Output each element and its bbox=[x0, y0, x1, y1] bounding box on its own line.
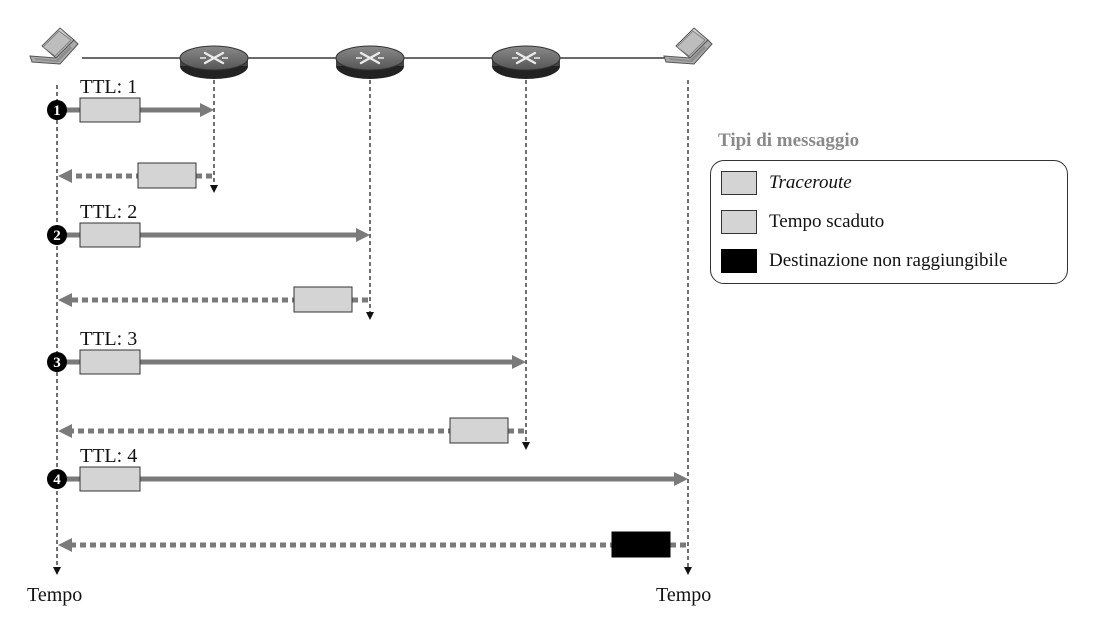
tempo-scaduto-swatch bbox=[721, 210, 757, 234]
traceroute-step-1: TTL: 1 1 bbox=[47, 76, 214, 189]
time-label-destination: Tempo bbox=[656, 584, 711, 606]
timeline-arrow-node-2 bbox=[366, 312, 374, 320]
arrowhead bbox=[200, 103, 214, 117]
router-3-icon bbox=[490, 44, 562, 81]
time-label-source: Tempo bbox=[27, 584, 82, 606]
traceroute-packet bbox=[79, 349, 141, 375]
ttl-label: TTL: 4 bbox=[80, 445, 137, 467]
legend-item-traceroute: Traceroute bbox=[721, 169, 852, 197]
traceroute-packet bbox=[79, 466, 141, 492]
step-number: 1 bbox=[53, 103, 61, 119]
legend-item-destinazione: Destinazione non raggiungibile bbox=[721, 247, 1008, 275]
timeline-arrow-node-4 bbox=[684, 567, 692, 575]
ttl-label: TTL: 2 bbox=[80, 201, 137, 223]
time-exceeded-packet bbox=[449, 417, 509, 444]
step-number: 4 bbox=[53, 472, 61, 488]
ttl-label: TTL: 1 bbox=[80, 76, 137, 98]
time-exceeded-packet bbox=[137, 162, 197, 189]
unreachable-packet bbox=[611, 531, 671, 558]
traceroute-step-2: TTL: 2 2 bbox=[47, 201, 370, 313]
source-laptop-icon bbox=[29, 27, 79, 65]
arrowhead bbox=[58, 293, 72, 307]
legend-title: Tipi di messaggio bbox=[718, 130, 860, 151]
timeline-arrow-node-3 bbox=[522, 442, 530, 450]
router-1-icon bbox=[178, 44, 250, 81]
legend-label: Destinazione non raggiungibile bbox=[769, 250, 1008, 271]
step-number: 3 bbox=[53, 355, 61, 371]
arrowhead bbox=[356, 228, 370, 242]
traceroute-step-4: TTL: 4 4 bbox=[47, 445, 688, 558]
traceroute-swatch bbox=[721, 171, 757, 195]
step-badge bbox=[47, 100, 67, 120]
legend: Traceroute Tempo scaduto Destinazione no… bbox=[710, 160, 1068, 284]
arrowhead bbox=[674, 472, 688, 486]
arrowhead bbox=[512, 355, 526, 369]
arrowhead bbox=[58, 424, 72, 438]
legend-label: Tempo scaduto bbox=[769, 211, 885, 232]
router-2-icon bbox=[334, 44, 406, 81]
arrowhead bbox=[58, 169, 72, 183]
time-exceeded-packet bbox=[293, 286, 353, 313]
timeline-arrow-source bbox=[53, 567, 61, 575]
traceroute-step-3: TTL: 3 3 bbox=[47, 328, 526, 444]
timeline-arrow-node-1 bbox=[210, 185, 218, 193]
traceroute-packet bbox=[79, 222, 141, 248]
step-badge bbox=[47, 469, 67, 489]
step-badge bbox=[47, 225, 67, 245]
legend-item-tempo-scaduto: Tempo scaduto bbox=[721, 208, 884, 236]
destinazione-swatch bbox=[721, 249, 757, 273]
arrowhead bbox=[58, 538, 72, 552]
traceroute-packet bbox=[79, 97, 141, 123]
destination-laptop-icon bbox=[663, 27, 713, 65]
step-number: 2 bbox=[53, 228, 61, 244]
ttl-label: TTL: 3 bbox=[80, 328, 137, 350]
step-badge bbox=[47, 352, 67, 372]
legend-label: Traceroute bbox=[769, 172, 852, 193]
